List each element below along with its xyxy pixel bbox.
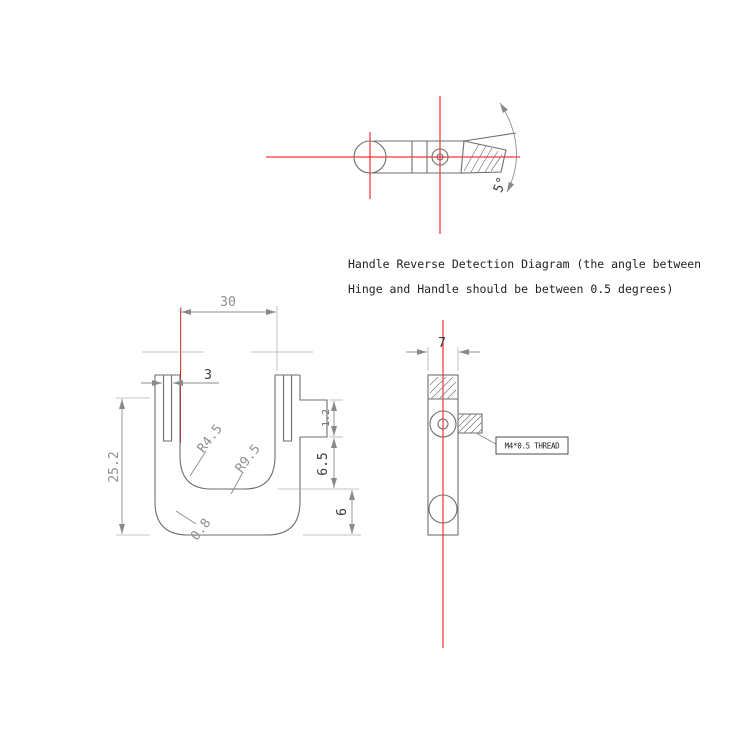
thickness-dimension-label: 6	[335, 508, 350, 516]
bottom-radius-label: 0.8	[188, 516, 214, 544]
angle-dimension-label: 5°	[491, 175, 510, 195]
handle-end-circle	[353, 140, 387, 174]
hatch-line	[477, 428, 483, 434]
thread-hole-circle	[429, 410, 457, 438]
note-text-block: Handle Reverse Detection Diagram (the an…	[348, 257, 701, 296]
hatch-line	[446, 389, 457, 400]
bracket-inner-outline	[179, 375, 276, 490]
thread-boss-outline	[458, 413, 483, 434]
hatch-line	[429, 376, 447, 394]
latch-open-position-line	[463, 132, 517, 142]
inner-radius-label: R4.5	[195, 422, 226, 456]
hatch-line	[463, 143, 480, 172]
radius-leader-line	[175, 510, 197, 525]
height-dimension-label: 25.2	[107, 451, 122, 482]
left-leg-slot	[162, 375, 173, 442]
top-view-handle: 5°	[266, 96, 520, 234]
side-view-bracket: M4*0.5 THREAD 7	[406, 320, 569, 648]
thread-hole-inner-circle	[437, 418, 449, 430]
radius-leader-line	[189, 450, 207, 477]
slot-dimension-label: 3	[204, 368, 212, 383]
pivot-hole-inner-circle	[436, 153, 444, 161]
note-line-2: Hinge and Handle should be between 0.5 d…	[348, 282, 673, 296]
width-dimension-label: 30	[220, 295, 236, 310]
right-leg-slot	[282, 375, 293, 442]
hatch-line	[484, 150, 499, 173]
front-view-bracket: 30 3 25.2 R4.5 R9.5 0.8 1.2 6.5 6	[107, 295, 361, 544]
thread-leader-line	[475, 432, 497, 445]
outer-radius-label: R9.5	[233, 442, 264, 476]
thread-callout-box	[495, 436, 569, 455]
hatch-line	[457, 413, 465, 421]
bracket-outer-outline	[154, 375, 328, 536]
tab-dimension-label: 1.2	[321, 409, 332, 427]
note-line-1: Handle Reverse Detection Diagram (the an…	[348, 257, 701, 271]
thread-callout-label: M4*0.5 THREAD	[505, 442, 561, 451]
side-width-dimension-label: 7	[438, 336, 446, 351]
hatch-line	[429, 376, 439, 386]
radius-leader-line	[230, 471, 244, 495]
hatch-line	[438, 381, 457, 400]
hatch-line	[463, 414, 483, 434]
side-profile-outline	[427, 374, 459, 536]
hatch-line	[457, 413, 478, 434]
hatch-line	[470, 421, 483, 434]
depth-dimension-label: 6.5	[316, 452, 331, 475]
hatch-line	[470, 145, 487, 173]
hatch-line	[430, 376, 454, 400]
angle-dimension-arc	[499, 102, 517, 193]
pivot-hole-circle	[431, 148, 449, 166]
hatch-line	[477, 147, 493, 173]
clearance-hole-circle	[428, 494, 458, 524]
hatch-line	[457, 413, 472, 428]
